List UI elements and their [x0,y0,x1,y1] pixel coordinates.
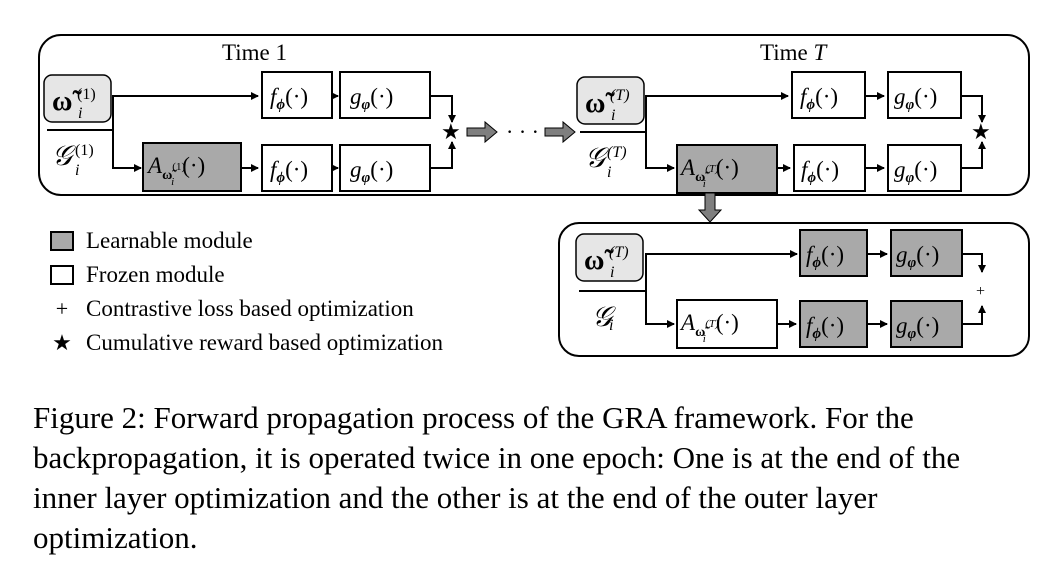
time1-label: Time 1 [222,40,287,65]
figure-caption: Figure 2: Forward propagation process of… [33,400,961,555]
omega-input-box-timeT [576,76,645,125]
graph-sub: i [75,162,79,179]
legend-label: Contrastive loss based optimization [86,296,414,321]
frozen-swatch-icon [50,265,74,285]
svg-text:fϕ(·): fϕ(·) [806,242,844,271]
svg-text:gφ(·): gφ(·) [896,313,939,342]
svg-text:Aω̃(T)i(·): Aω̃(T)i(·) [679,155,739,190]
graph-sub: i [607,164,611,181]
svg-text:fϕ(·): fϕ(·) [270,157,308,186]
augmenter-module-timeT [676,144,778,194]
omega-sup: (T) [610,87,630,104]
timeT-label: Time T [760,40,828,65]
augmenter-module-time1 [142,142,242,192]
f-module-time1-top [261,71,333,119]
svg-text:fϕ(·): fϕ(·) [806,313,844,342]
g-module-time1-top [339,71,431,119]
omega-sub: i [611,107,615,124]
g-module-bottom-top [890,229,963,277]
star-icon: ★ [52,330,72,355]
augmenter-module-bottom [676,299,778,349]
legend-item-contrastive: + Contrastive loss based optimization [50,292,443,326]
graph-sup: (1) [75,142,94,159]
transition-arrow-1 [466,120,498,144]
legend-label: Frozen module [86,262,225,287]
svg-text:gφ(·): gφ(·) [350,157,393,186]
framework-diagram: Time 1 Time T ω̃ (1) i 𝒢 (1) i fϕ(·) gφ(… [38,34,1030,357]
omega-input-box-bottom [575,233,644,282]
omega-sub: i [610,264,614,281]
star-icon-time1: ★ [441,119,461,144]
g-module-timeT-top [887,71,962,119]
svg-text:Aω̃(1)i(·): Aω̃(1)i(·) [146,153,205,188]
g-module-time1-bottom [339,144,431,192]
omega-sup: (1) [77,86,96,103]
svg-text:gφ(·): gφ(·) [894,157,937,186]
legend-label: Learnable module [86,228,253,253]
learnable-swatch-icon [50,231,74,251]
ellipsis: · · · [506,119,539,144]
svg-text:fϕ(·): fϕ(·) [801,157,839,186]
legend-item-reward: ★ Cumulative reward based optimization [50,326,443,360]
star-icon-timeT: ★ [971,119,991,144]
svg-text:gφ(·): gφ(·) [896,242,939,271]
legend: Learnable module Frozen module + Contras… [50,224,443,360]
graph-symbol: 𝒢 [585,143,609,174]
omega-sup: (T) [609,244,629,261]
graph-symbol: 𝒢 [52,141,76,172]
top-panel [38,34,1030,196]
plus-icon-bottom: + [976,283,985,300]
svg-text:fϕ(·): fϕ(·) [270,84,308,113]
g-module-bottom-bottom [890,300,963,348]
omega-sub: i [78,105,82,122]
f-module-timeT-bottom [793,144,866,192]
graph-sub: i [609,317,613,334]
transition-arrow-2 [544,120,576,144]
down-arrow [697,192,723,223]
omega-input-box-time1 [43,74,112,123]
legend-label: Cumulative reward based optimization [86,330,444,355]
f-module-bottom-bottom [799,300,868,348]
legend-item-frozen: Frozen module [50,258,443,292]
svg-text:gφ(·): gφ(·) [350,84,393,113]
bottom-panel [558,222,1030,357]
plus-icon: + [55,296,69,321]
graph-sup: (T) [607,144,627,161]
svg-text:fϕ(·): fϕ(·) [800,84,838,113]
legend-item-learnable: Learnable module [50,224,443,258]
svg-text:gφ(·): gφ(·) [894,84,937,113]
